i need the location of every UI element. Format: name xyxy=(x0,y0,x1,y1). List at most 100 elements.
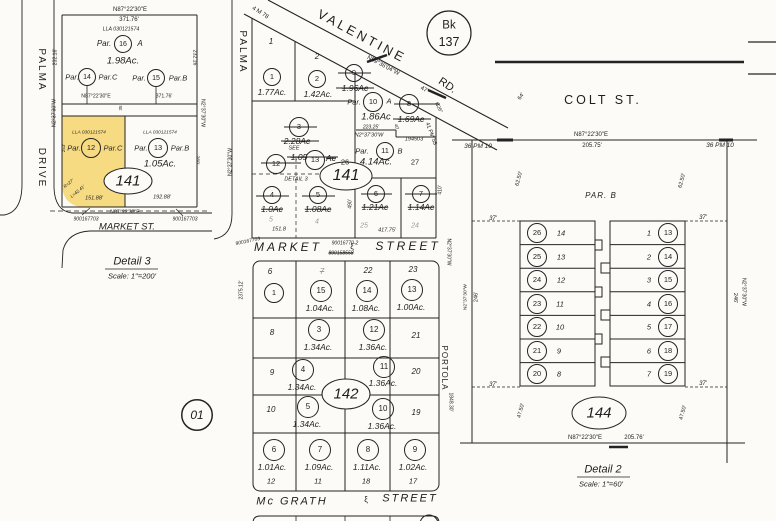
b142-circle-6: 6 xyxy=(263,439,285,461)
rb-bearing-bottom: N87°22'30"E xyxy=(567,435,603,441)
b142-area-15: 1.04Ac. xyxy=(305,302,335,313)
dim-41775: 417.75' xyxy=(378,227,396,234)
d3-par15-circle: 15 xyxy=(147,69,165,87)
b142-circle-13: 13 xyxy=(401,279,423,301)
d3-par13-area: 1.05Ac. xyxy=(143,158,177,170)
d3-bearing-right: N2°37'30"W xyxy=(199,99,206,127)
d2-scale: Scale: 1"=60' xyxy=(579,479,623,489)
d3-par12-suffix: Par.C xyxy=(103,143,123,153)
rb-37-botleft: 37' xyxy=(489,382,497,388)
lot1-number: 1 xyxy=(268,37,274,46)
d3-par14-suffix: Par.C xyxy=(98,72,118,82)
b142-circle-9: 9 xyxy=(404,439,426,461)
rb-lot-2: 2 xyxy=(646,252,652,262)
b142-lot23: 23 xyxy=(408,265,418,274)
lot9-circle-struck: 9 xyxy=(345,64,363,82)
lot2-circle: 2 xyxy=(308,70,326,88)
d3-bearing-mid: N87°22'30"E xyxy=(81,93,111,100)
ref-194503: 194503 xyxy=(404,136,424,143)
rb-circle-22: 22 xyxy=(527,317,547,337)
b142-area-4: 1.34Ac. xyxy=(287,381,317,392)
d3-par12-prefix: Par. xyxy=(67,143,81,153)
ghost-25: 25 xyxy=(360,222,368,230)
b142-circle-8: 8 xyxy=(357,439,379,461)
par11-area: 4.14Ac. xyxy=(359,156,393,168)
b142-circle-4: 4 xyxy=(292,359,314,381)
rb-6250-left: 62.50' xyxy=(514,170,525,187)
rb-lot-8: 8 xyxy=(556,369,562,379)
rb-246-left: 246' xyxy=(473,291,480,303)
d3-dim-253: 253' xyxy=(60,143,66,153)
rb-6250-right: 62.50' xyxy=(677,172,688,189)
b142-lot21: 21 xyxy=(411,331,421,340)
rb-lot-5: 5 xyxy=(646,322,652,332)
ghost-4: 4 xyxy=(315,218,319,226)
lot8-circle-struck: 8 xyxy=(399,94,419,114)
bearing-n26: N26° xyxy=(433,101,444,115)
b142-lot8: 8 xyxy=(269,328,275,337)
b142-lot20: 20 xyxy=(411,367,421,376)
rb-parb-label: PAR. B xyxy=(585,191,617,200)
market-label: MARKET xyxy=(253,240,323,254)
rb-dim-top: 205.75' xyxy=(582,143,602,149)
d3-lla-16: LLA 030121574 xyxy=(102,26,140,33)
rb-lot-7: 7 xyxy=(646,369,652,379)
ref-36pm10-right: 36 PM 10 xyxy=(706,141,734,149)
rb-circle-19: 19 xyxy=(658,364,678,384)
lot1-area: 1.77Ac. xyxy=(257,86,287,97)
d3-drive-label: DRIVE xyxy=(36,147,47,189)
b142-area-3: 1.34Ac. xyxy=(303,341,333,352)
d3-par13-circle: 13 xyxy=(148,138,168,158)
d3-par13-prefix: Par. xyxy=(134,143,148,153)
valentine-label: VALENTINE xyxy=(315,6,409,66)
rb-lot-1: 1 xyxy=(646,228,652,238)
d3-dim-mid: 371.76' xyxy=(155,93,173,100)
rb-lot-9: 9 xyxy=(556,346,562,356)
d3-dim-right: 232.16' xyxy=(191,49,198,67)
b142-area-12: 1.36Ac. xyxy=(358,341,388,352)
par10-prefix: Par. xyxy=(347,97,361,107)
rb-circle-16: 16 xyxy=(658,294,678,314)
rb-bearing-right: N2°37'30"W xyxy=(740,278,747,306)
colt-st-label: COLT ST. xyxy=(564,92,642,107)
valentine-rd-label: RD. xyxy=(436,75,459,96)
d3-par13-suffix: Par.B xyxy=(170,143,190,153)
block144-label: 144 xyxy=(586,404,612,422)
par11-circle: 11 xyxy=(376,142,394,160)
rb-lot-4: 4 xyxy=(646,299,652,309)
mcgrath-street-label: STREET xyxy=(382,492,438,505)
d3-lla-13: LLA 030121574 xyxy=(143,130,177,136)
lot13-circle-struck: 13 xyxy=(305,150,325,170)
rb-246-right: 246' xyxy=(731,292,738,304)
b142-area-8: 1.11Ac. xyxy=(352,461,382,472)
d3-par12-circle: 12 xyxy=(81,138,101,158)
d3-palma-label: PALMA xyxy=(36,48,47,92)
b142-circle-12: 12 xyxy=(363,319,385,341)
ref-36pm10-left: 36 PM 10 xyxy=(464,142,492,150)
d3-dim-19288: 192.88' xyxy=(153,194,171,201)
rb-circle-17: 17 xyxy=(658,317,678,337)
b142-lot17: 17 xyxy=(408,476,418,486)
rb-circle-23: 23 xyxy=(527,294,547,314)
portola-label: PORTOLA xyxy=(440,345,449,391)
rb-circle-21: 21 xyxy=(527,341,547,361)
d3-par15-suffix: Par.B xyxy=(168,73,188,83)
d3-bearing-top: N87°22'30"E xyxy=(112,7,148,13)
lot6s-area-struck: 1.21Ac xyxy=(361,201,389,212)
bk-number: 137 xyxy=(438,34,460,49)
b142-lot19: 19 xyxy=(411,408,421,417)
d3-par14-circle: 14 xyxy=(78,68,96,86)
d3-bearing-left: N2°37'30"W xyxy=(51,99,58,127)
lot2-area: 1.42Ac. xyxy=(303,88,333,99)
lot26-number: 26 xyxy=(340,157,350,167)
d3-par15-prefix: Par. xyxy=(132,73,146,83)
par11-prefix: Par. xyxy=(355,146,369,156)
b142-circle-7: 7 xyxy=(309,439,331,461)
lot5-circle-struck: 5 xyxy=(309,186,327,204)
lot7s-circle-struck: 7 xyxy=(412,185,430,203)
lot5-area-struck: 1.08Ac xyxy=(304,203,332,214)
b142-ghost-7: 7 xyxy=(319,267,325,276)
dim-184830: 1848.30' xyxy=(447,392,454,412)
lot12-area-struck: 1.05 xyxy=(290,151,308,162)
